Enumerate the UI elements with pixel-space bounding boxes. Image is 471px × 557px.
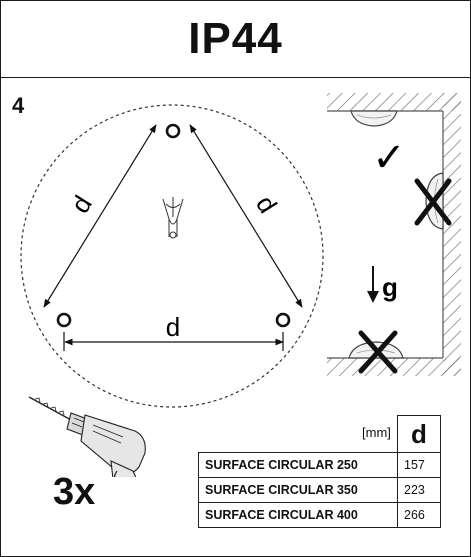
dimension-value-cell: 266 bbox=[397, 502, 441, 528]
dimension-table: d SURFACE CIRCULAR 250 157 SURFACE CIRCU… bbox=[198, 415, 441, 528]
template-circle-outline bbox=[20, 104, 324, 408]
product-name-cell: SURFACE CIRCULAR 350 bbox=[198, 477, 398, 503]
drill-icon bbox=[28, 396, 146, 477]
table-header-d: d bbox=[397, 415, 441, 453]
quantity-label: 3x bbox=[53, 471, 96, 513]
installation-diagram: d d d bbox=[20, 93, 461, 477]
step-number: 4 bbox=[12, 93, 25, 118]
wall-hatch bbox=[443, 93, 461, 376]
gravity-label: g bbox=[382, 272, 398, 302]
table-row: SURFACE CIRCULAR 350 223 bbox=[198, 477, 441, 503]
table-row: SURFACE CIRCULAR 250 157 bbox=[198, 452, 441, 478]
cable-entry-icon bbox=[162, 197, 184, 239]
ceiling-hatch bbox=[327, 93, 461, 111]
dimension-label-left: d bbox=[65, 190, 98, 218]
dimension-value-cell: 223 bbox=[397, 477, 441, 503]
cross-icon-wall bbox=[414, 178, 452, 226]
dimension-arrow-left bbox=[43, 124, 157, 308]
dimension-label-right: d bbox=[250, 190, 283, 218]
cross-icon-floor bbox=[358, 330, 398, 374]
drill-hole-left bbox=[56, 312, 72, 328]
table-header-row: d bbox=[199, 415, 441, 453]
mounting-position-panel: ✓ g bbox=[327, 93, 461, 376]
table-row: SURFACE CIRCULAR 400 266 bbox=[198, 502, 441, 528]
product-name-cell: SURFACE CIRCULAR 250 bbox=[198, 452, 398, 478]
drill-hole-right bbox=[275, 312, 291, 328]
dimension-value-cell: 157 bbox=[397, 452, 441, 478]
page-title: IP44 bbox=[1, 1, 470, 78]
product-name-cell: SURFACE CIRCULAR 400 bbox=[198, 502, 398, 528]
dimension-arrow-right bbox=[189, 124, 303, 308]
drill-hole-top bbox=[165, 123, 181, 139]
table-unit-label: [mm] bbox=[362, 425, 391, 440]
ceiling-lamp-icon bbox=[350, 110, 398, 127]
check-icon: ✓ bbox=[372, 135, 406, 181]
drill-template: d d d bbox=[20, 104, 324, 408]
dimension-label-bottom: d bbox=[166, 312, 180, 342]
gravity-arrow-icon bbox=[367, 266, 379, 303]
